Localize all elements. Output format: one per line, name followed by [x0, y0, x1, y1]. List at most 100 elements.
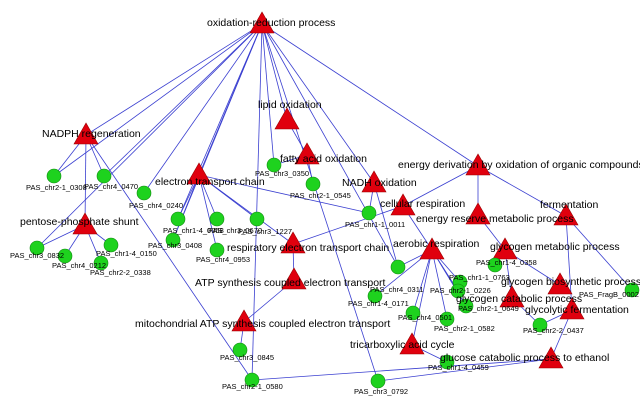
- gene-node-pas-chr4-0212[interactable]: [57, 248, 73, 264]
- term-node-energy-derivation-by-oxidation-of-organic-compounds[interactable]: [465, 153, 491, 176]
- edge-t_aerobic-t_tca: [411, 249, 433, 346]
- gene-node-pas-chr1-4-0459[interactable]: [439, 354, 455, 370]
- gene-label-pas-chr2-1-0308: PAS_chr2-1_0308: [26, 183, 87, 192]
- edge-t_redox-t_nadph: [85, 23, 263, 136]
- edge-t_redox-g_c2_0308: [53, 23, 263, 177]
- gene-label-pas-chr2-2-0437: PAS_chr2-2_0437: [523, 326, 584, 335]
- term-node-glucose-catabolic-process-to-ethanol[interactable]: [538, 346, 564, 369]
- term-node-aerobic-respiration[interactable]: [419, 237, 445, 260]
- gene-label-pas-chr3-1227: PAS_chr3_1227: [238, 227, 292, 236]
- term-node-respiratory-electron-transport-chain[interactable]: [280, 231, 306, 254]
- term-node-fatty-acid-oxidation[interactable]: [294, 142, 320, 165]
- term-label-glucose-catabolic-process-to-ethanol: glucose catabolic process to ethanol: [440, 352, 609, 364]
- gene-label-pas-chr2-1-0649: PAS_chr2-1_0649: [458, 304, 519, 313]
- gene-node-pas-chr1-4-0358[interactable]: [487, 257, 503, 273]
- gene-node-pas-chr3-0792[interactable]: [370, 373, 386, 389]
- gene-node-pas-chr4-0953[interactable]: [209, 242, 225, 258]
- term-label-oxidation-reduction-process: oxidation-reduction process: [207, 17, 335, 29]
- term-node-nadh-oxidation[interactable]: [361, 170, 387, 193]
- gene-node-pas-chr4-0501[interactable]: [405, 305, 421, 321]
- gene-node-pas-chr1-4-0150[interactable]: [103, 237, 119, 253]
- gene-node-pas-chr1-1-0011[interactable]: [361, 205, 377, 221]
- gene-node-pas-chr2-1-0545[interactable]: [305, 176, 321, 192]
- gene-label-pas-chr2-1-0545: PAS_chr2-1_0545: [290, 191, 351, 200]
- gene-label-pas-chr1-4-0358: PAS_chr1-4_0358: [476, 258, 537, 267]
- edge-g_c2_0580-t_glucose: [251, 358, 552, 381]
- gene-node-pas-chr1-4-0058[interactable]: [170, 211, 186, 227]
- gene-node-pas-chr3-0832[interactable]: [29, 240, 45, 256]
- term-label-glycogen-catabolic-process: glycogen catabolic process: [456, 293, 582, 305]
- gene-label-pas-chr2-1-0580: PAS_chr2-1_0580: [222, 382, 283, 391]
- term-label-aerobic-respiration: aerobic respiration: [393, 238, 480, 250]
- term-node-glycolytic-fermentation[interactable]: [559, 297, 585, 320]
- edge-t_aerobic-g_c2_0582: [431, 249, 448, 320]
- term-label-energy-reserve-metabolic-process: energy reserve metabolic process: [416, 213, 574, 225]
- edge-t_aerobic-g_c4_0501: [412, 249, 433, 314]
- gene-label-pas-chr3-0350: PAS_chr3_0350: [255, 169, 309, 178]
- gene-node-pas-chr4-0311[interactable]: [390, 259, 406, 275]
- edge-t_redox-g_c1_0058: [177, 23, 263, 220]
- gene-label-pas-chr4-0212: PAS_chr4_0212: [52, 261, 106, 270]
- term-label-glycogen-metabolic-process: glycogen metabolic process: [490, 241, 620, 253]
- gene-label-pas-chr1-4-0459: PAS_chr1-4_0459: [428, 363, 489, 372]
- term-node-fermentation[interactable]: [553, 203, 579, 226]
- term-label-tricarboxylic-acid-cycle: tricarboxylic acid cycle: [350, 339, 455, 351]
- gene-node-pas-chr2-2-0437[interactable]: [532, 317, 548, 333]
- gene-node-pas-chr2-1-0226[interactable]: [450, 283, 466, 299]
- term-node-glycogen-catabolic-process[interactable]: [499, 285, 525, 308]
- term-label-electron-transport-chain: electron transport chain: [155, 176, 265, 188]
- gene-node-pas-chr2-2-0338[interactable]: [93, 255, 109, 271]
- gene-node-pas-chr2-1-0308[interactable]: [46, 168, 62, 184]
- gene-label-pas-chr3-0408: PAS_chr3_0408: [148, 241, 202, 250]
- edge-t_nadh-g_c4_0311: [373, 182, 399, 268]
- term-label-fermentation: fermentation: [540, 199, 599, 211]
- edge-t_redox-g_c4_0240: [143, 23, 263, 194]
- gene-label-pas-chr2-1-0582: PAS_chr2-1_0582: [434, 324, 495, 333]
- gene-label-pas-chr3-0832: PAS_chr3_0832: [10, 251, 64, 260]
- edge-t_energy-t_ferment: [477, 165, 567, 217]
- gene-node-pas-chr1-4-0171[interactable]: [367, 288, 383, 304]
- gene-label-pas-chr3-0792: PAS_chr3_0792: [354, 387, 408, 396]
- term-node-electron-transport-chain[interactable]: [186, 162, 212, 185]
- gene-node-pas-chr4-0470[interactable]: [96, 168, 112, 184]
- term-label-lipid-oxidation: lipid oxidation: [258, 99, 322, 111]
- gene-label-pas-fragb-0002: PAS_FragB_0002: [579, 290, 639, 299]
- gene-node-pas-fragb-0002[interactable]: [624, 282, 640, 298]
- term-label-cellular-respiration: cellular respiration: [380, 198, 465, 210]
- term-node-lipid-oxidation[interactable]: [274, 107, 300, 130]
- edge-t_redox-g_c4_0311: [261, 23, 399, 268]
- edge-t_redox-g_c3_0408: [172, 23, 263, 241]
- edge-t_etc-g_c4_0953: [198, 174, 218, 251]
- term-label-respiratory-electron-transport-chain: respiratory electron transport chain: [227, 242, 389, 254]
- edge-t_redox-t_energy: [261, 23, 479, 167]
- edge-t_cellresp-t_retc: [292, 205, 404, 245]
- gene-node-pas-chr3-0350[interactable]: [266, 157, 282, 173]
- term-node-glycogen-metabolic-process[interactable]: [492, 237, 518, 260]
- term-node-oxidation-reduction-process[interactable]: [249, 11, 275, 34]
- gene-node-pas-chr2-1-0582[interactable]: [439, 311, 455, 327]
- term-node-mitochondrial-atp-synthesis-coupled-electron-transport[interactable]: [231, 309, 257, 332]
- term-label-glycogen-biosynthetic-process: glycogen biosynthetic process: [501, 276, 640, 288]
- term-label-mitochondrial-atp-synthesis-coupled-electron-transport: mitochondrial ATP synthesis coupled elec…: [135, 318, 390, 330]
- gene-node-pas-chr3-0845[interactable]: [232, 342, 248, 358]
- gene-node-pas-chr3-0408[interactable]: [165, 232, 181, 248]
- term-node-glycogen-biosynthetic-process[interactable]: [547, 272, 573, 295]
- term-node-tricarboxylic-acid-cycle[interactable]: [399, 332, 425, 355]
- term-node-atp-synthesis-coupled-electron-transport[interactable]: [281, 267, 307, 290]
- term-node-pentose-phosphate-shunt[interactable]: [72, 212, 98, 235]
- edge-t_etc-g_c1_0011: [198, 174, 370, 214]
- gene-node-pas-chr3-1227[interactable]: [249, 211, 265, 227]
- gene-label-pas-chr1-4-0171: PAS_chr1-4_0171: [348, 299, 409, 308]
- gene-node-pas-chr4-0240[interactable]: [136, 185, 152, 201]
- gene-node-pas-chr2-1-0580[interactable]: [244, 372, 260, 388]
- edge-t_redox-g_c3_0832: [36, 23, 263, 249]
- gene-label-pas-chr1-1-0763: PAS_chr1-1_0763: [449, 273, 510, 282]
- gene-node-pas-chr2-1-0649[interactable]: [458, 298, 474, 314]
- edge-t_redox-t_lipid: [261, 23, 288, 121]
- term-node-cellular-respiration[interactable]: [390, 193, 416, 216]
- gene-node-pas-chr3-0670[interactable]: [209, 211, 225, 227]
- gene-label-pas-chr2-1-0226: PAS_chr2-1_0226: [430, 286, 491, 295]
- term-node-energy-reserve-metabolic-process[interactable]: [465, 202, 491, 225]
- term-node-nadph-regeneration[interactable]: [73, 122, 99, 145]
